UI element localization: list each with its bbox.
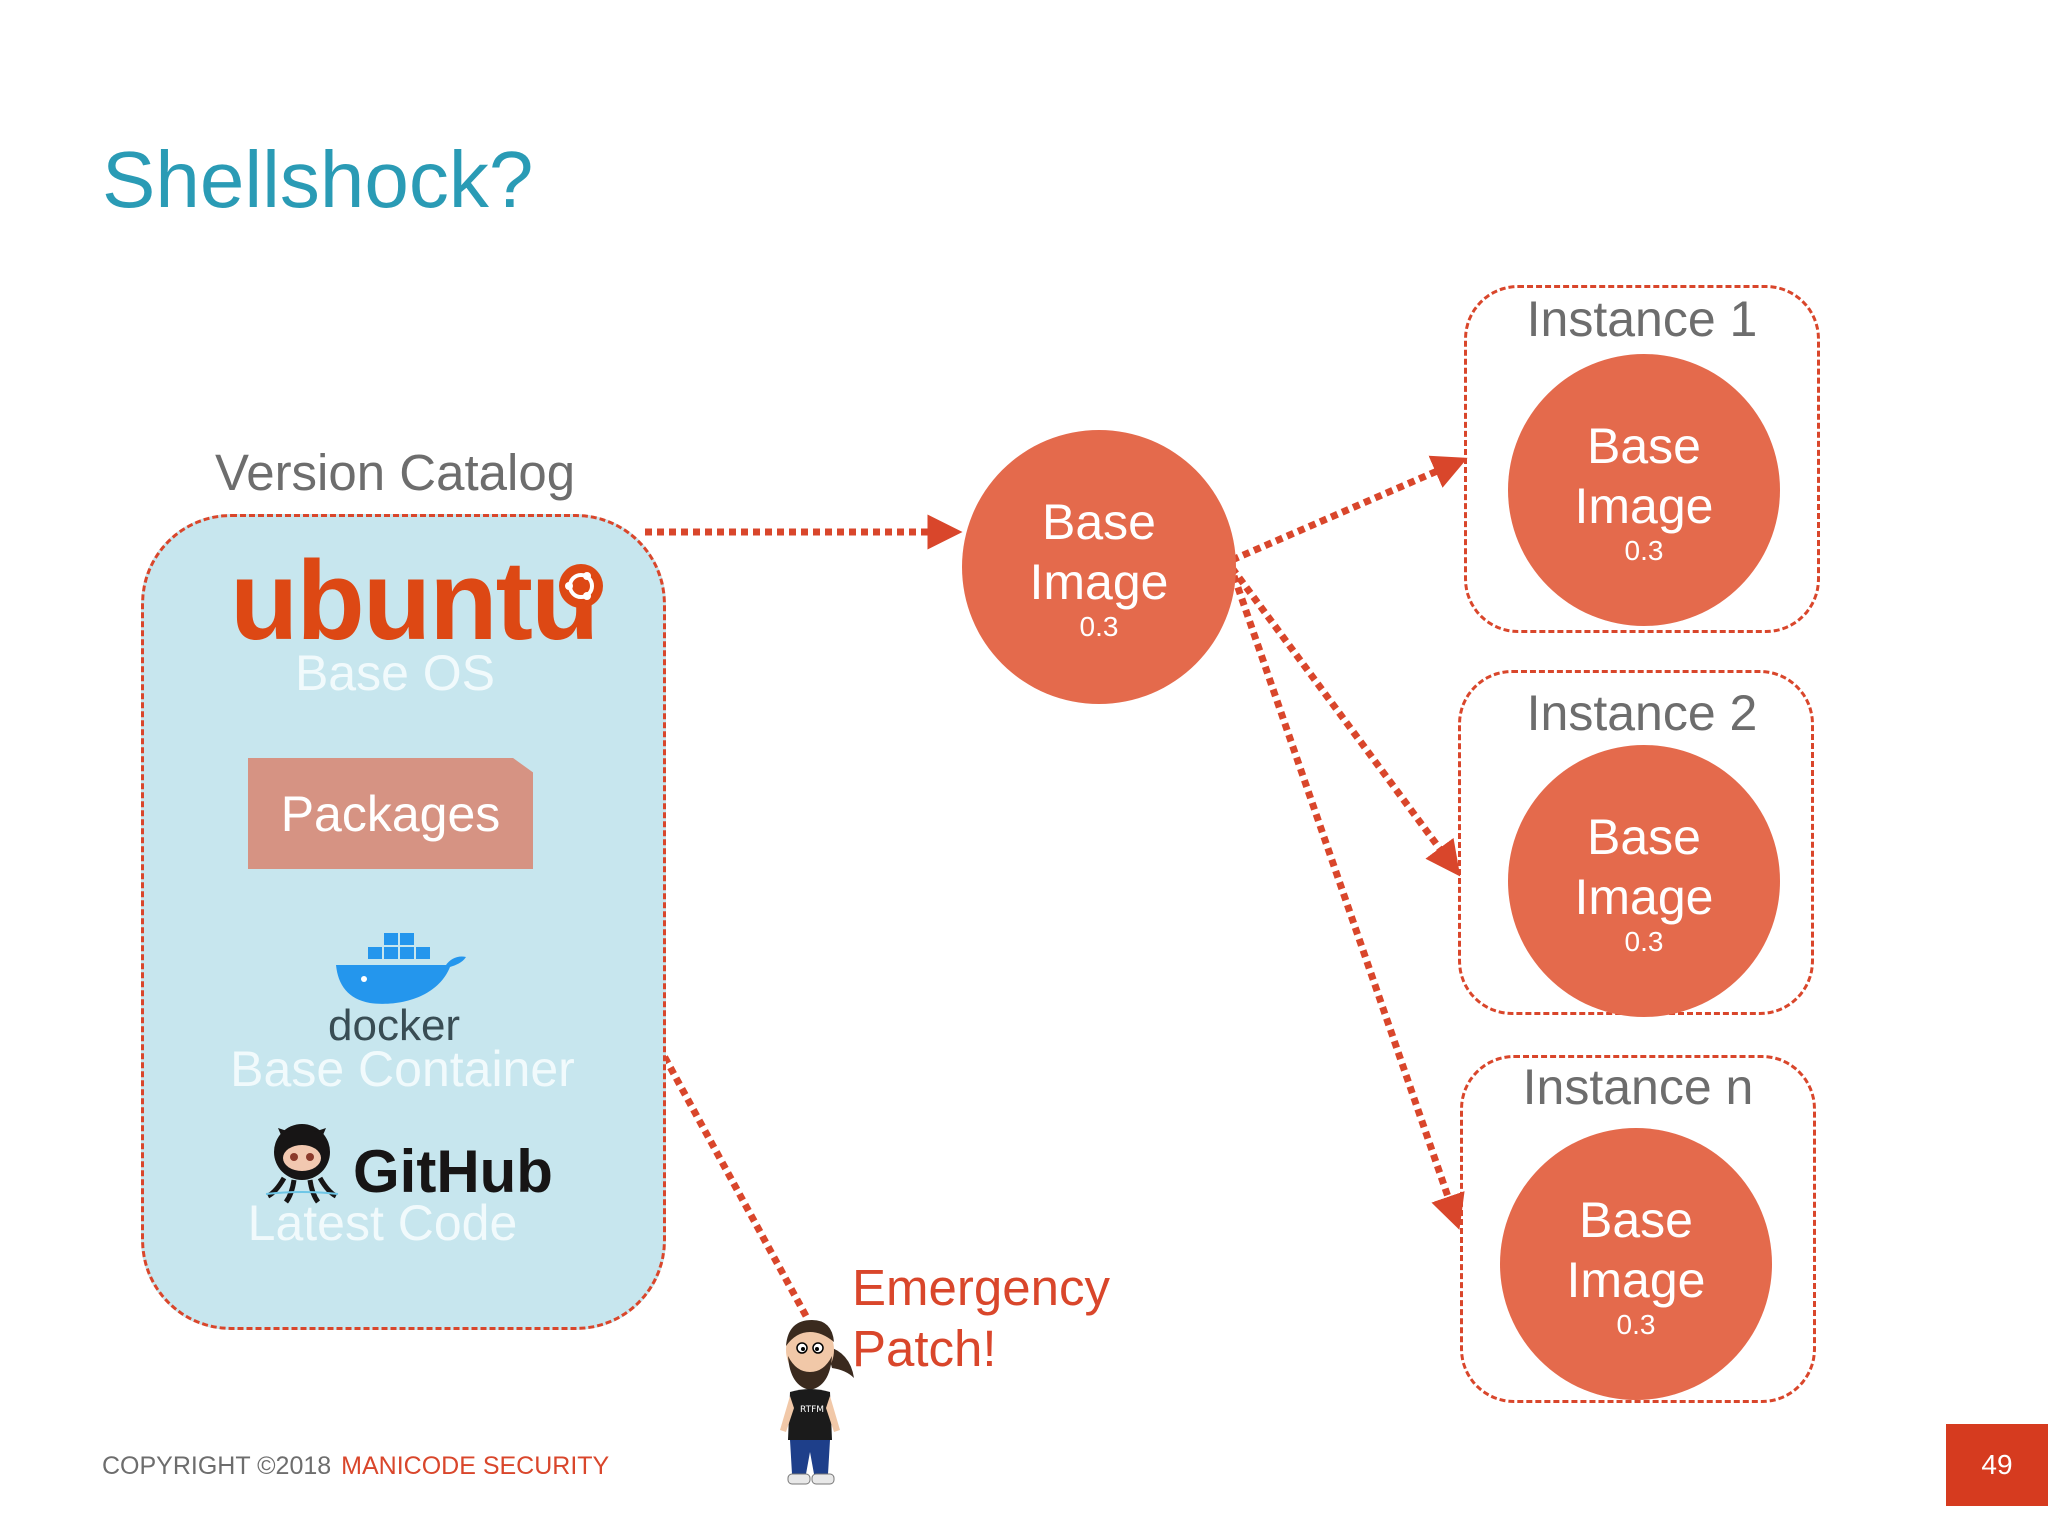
instance-1-base-image: Base Image 0.3: [1508, 354, 1780, 626]
instance-n-image-line2: Image: [1566, 1252, 1706, 1308]
instance-n-box: [1460, 1055, 1816, 1403]
docker-whale-icon: [336, 933, 466, 1004]
arrow-image-to-instance-1: [1230, 455, 1468, 564]
base-os-label: Base OS: [294, 645, 496, 701]
version-catalog-label: Version Catalog: [215, 444, 576, 501]
emergency-line1: Emergency: [852, 1259, 1110, 1316]
central-image-line1: Base: [1042, 494, 1156, 550]
emergency-line2: Patch!: [852, 1320, 997, 1378]
github-octocat-icon: [265, 1124, 339, 1204]
packages-box: Packages: [248, 758, 533, 869]
ubuntu-logo: ubuntu: [230, 538, 599, 663]
instance-1-image-version: 0.3: [1624, 535, 1664, 566]
instance-2-base-image: Base Image 0.3: [1508, 745, 1780, 1017]
bearded-man-avatar-icon: RTFM: [780, 1320, 854, 1485]
arrow-image-to-instance-2: [1229, 565, 1461, 877]
central-image-line2: Image: [1029, 554, 1169, 610]
instance-n-image-line1: Base: [1579, 1192, 1693, 1248]
organization-text: MANICODE SECURITY: [341, 1452, 610, 1480]
base-container-label: Base Container: [230, 1041, 575, 1097]
instance-2-image-version: 0.3: [1624, 926, 1664, 957]
page-number: 49: [1946, 1424, 2048, 1506]
instance-n-label: Instance n: [1522, 1059, 1754, 1115]
instance-1-box: [1464, 285, 1820, 633]
ubuntu-logo-icon: [559, 564, 603, 608]
docker-logo: docker: [328, 1001, 461, 1050]
emergency-patch-label: Emergency Patch!: [852, 1257, 1110, 1379]
avatar-shirt-text: RTFM: [800, 1405, 824, 1415]
instance-2-image-line1: Base: [1587, 809, 1701, 865]
instance-1-image-line2: Image: [1574, 478, 1714, 534]
latest-code-label: Latest Code: [247, 1195, 518, 1251]
central-image-version: 0.3: [1079, 611, 1119, 642]
arrow-image-to-instance-n: [1230, 574, 1465, 1230]
instance-n-base-image: Base Image 0.3: [1500, 1128, 1772, 1400]
version-catalog-box: [141, 514, 666, 1330]
footer-copyright: COPYRIGHT ©2018 MANICODE SECURITY: [102, 1452, 609, 1481]
instance-1-image-line1: Base: [1587, 418, 1701, 474]
central-base-image: Base Image 0.3: [962, 430, 1236, 704]
slide-title: Shellshock?: [102, 135, 534, 224]
github-logo: GitHub: [353, 1138, 553, 1205]
instance-2-image-line2: Image: [1574, 869, 1714, 925]
copyright-text: COPYRIGHT ©2018: [102, 1452, 332, 1480]
instance-2-label: Instance 2: [1526, 685, 1758, 741]
instance-n-image-version: 0.3: [1616, 1309, 1656, 1340]
instance-1-label: Instance 1: [1526, 291, 1758, 347]
